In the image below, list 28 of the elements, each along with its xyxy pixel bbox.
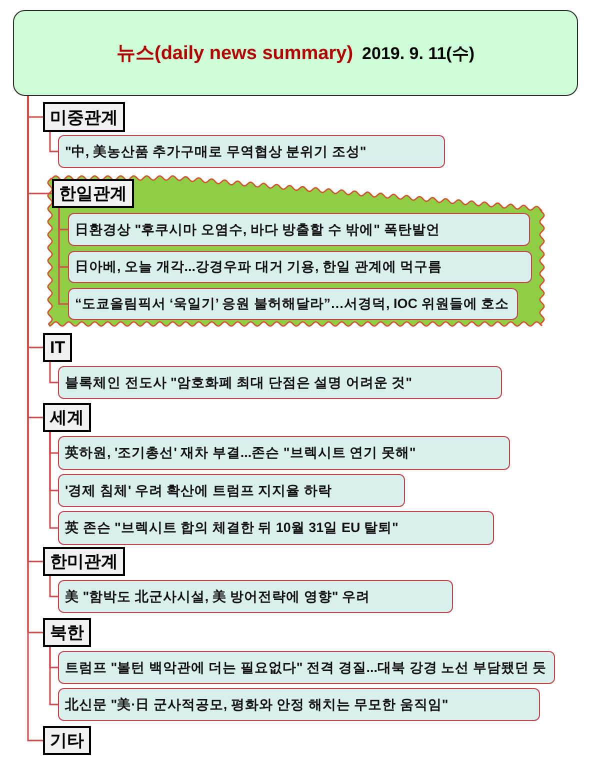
headline-box: 日환경상 "후쿠시마 오염수, 바다 방출할 수 밖에" 폭탄발언	[68, 213, 530, 246]
category-box: 한미관계	[43, 547, 125, 576]
title-text: 뉴스(daily news summary)	[116, 42, 354, 66]
headline-box: 北신문 "美·日 군사적공모, 평화와 안정 해치는 무모한 움직임"	[58, 688, 540, 721]
connector-line	[49, 576, 58, 598]
category-box: IT	[43, 333, 72, 362]
headline-box: “도쿄올림픽서 ‘욱일기’ 응원 불허해달라”…서경덕, IOC 위원들에 호소	[68, 288, 518, 320]
highlight-band	[46, 173, 547, 329]
headline-box: "中, 美농산품 추가구매로 무역협상 분위기 조성"	[58, 135, 445, 168]
connector-line	[49, 432, 58, 529]
headline-box: '경제 침체' 우려 확산에 트럼프 지지율 하락	[58, 474, 405, 507]
headline-box: 英 존슨 "브렉시트 합의 체결한 뒤 10월 31일 EU 탈퇴"	[58, 511, 494, 545]
root-topic-box	[13, 10, 578, 96]
headline-box: 日아베, 오늘 개각...강경우파 대거 기용, 한일 관계에 먹구름	[68, 251, 532, 283]
connector-line	[49, 362, 58, 384]
date-text: 2019. 9. 11(수)	[362, 42, 474, 64]
category-box: 기타	[43, 726, 91, 755]
connector-line	[58, 208, 68, 305]
connector-line	[49, 132, 58, 152]
headline-box: 美 "함박도 北군사시설, 美 방어전략에 영향" 우려	[58, 580, 453, 613]
connector-line	[49, 647, 58, 706]
category-box: 북한	[43, 618, 91, 647]
category-box: 세계	[43, 403, 91, 432]
category-box: 한일관계	[52, 179, 134, 208]
headline-box: 블록체인 전도사 "암호화폐 최대 단점은 설명 어려운 것"	[58, 366, 502, 399]
headline-box: 트럼프 "볼턴 백악관에 더는 필요없다" 전격 경질...대북 강경 노선 부담됐던 듯	[58, 651, 555, 684]
headline-box: 英하원, '조기총선' 재차 부결...존슨 "브렉시트 연기 못해"	[58, 436, 510, 470]
category-box: 미중관계	[43, 102, 125, 132]
